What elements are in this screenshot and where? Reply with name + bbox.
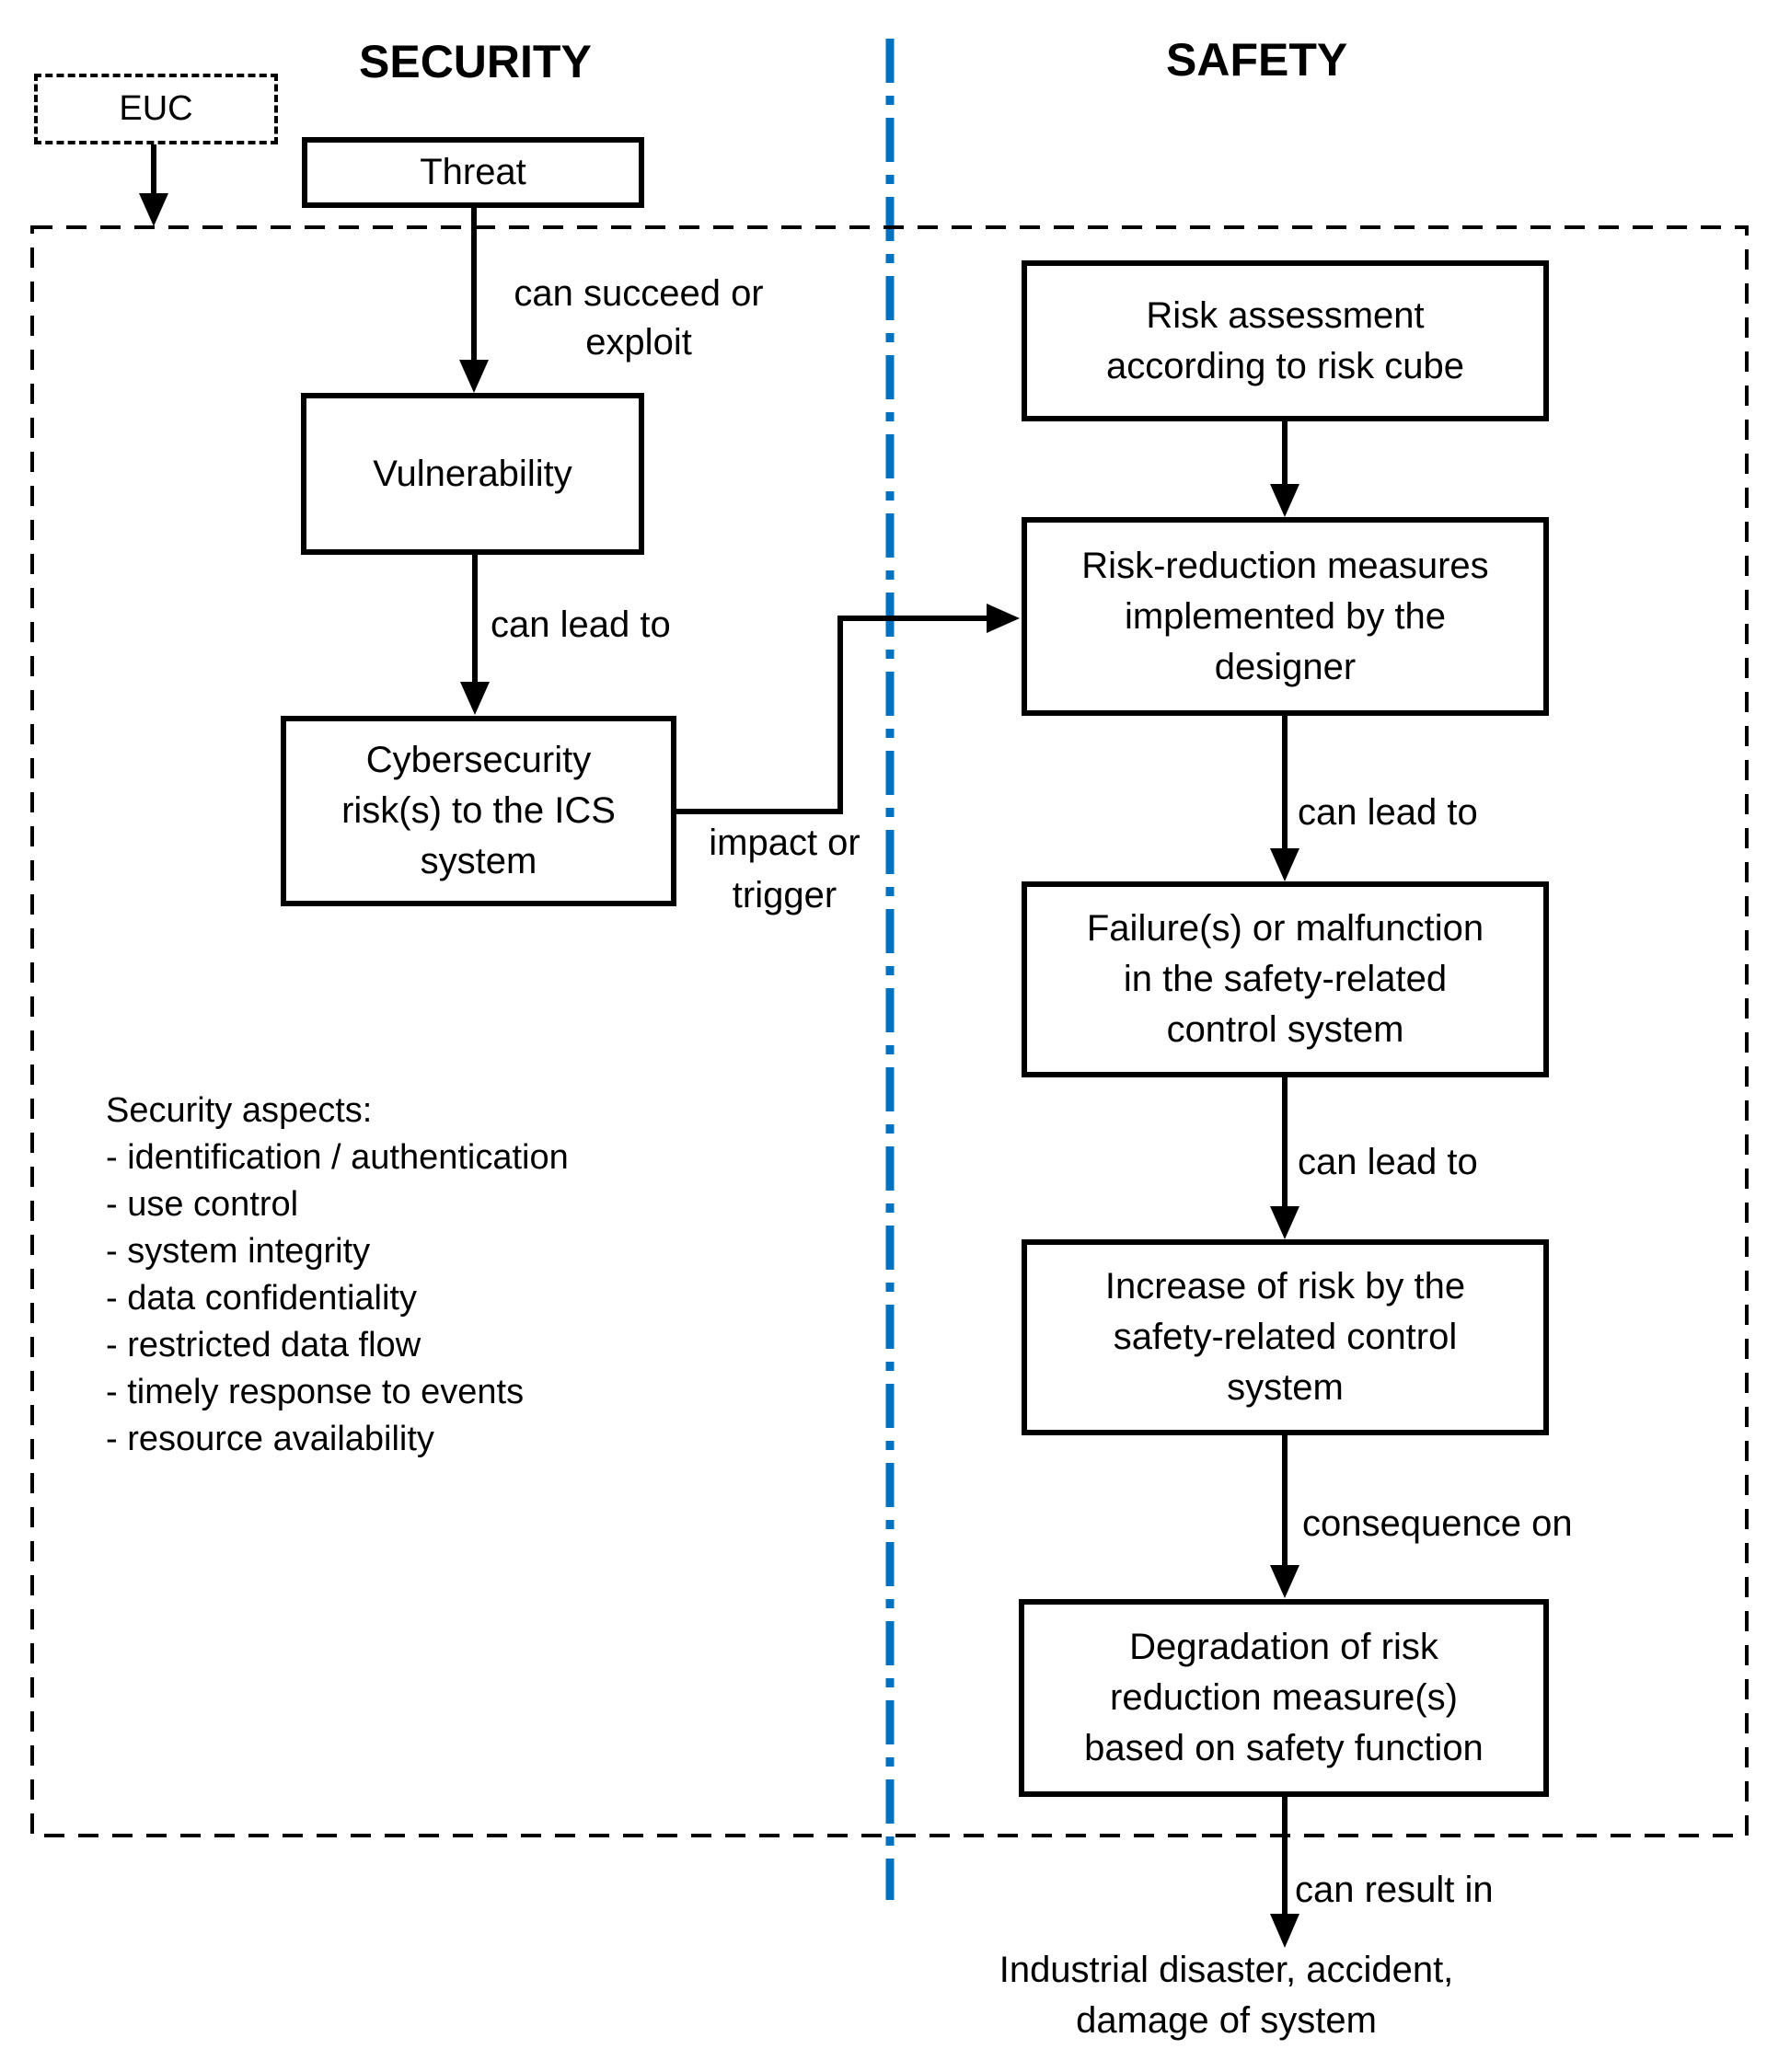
degradation-line: reduction measure(s) <box>1110 1677 1458 1718</box>
risk-assessment-line: according to risk cube <box>1105 345 1465 386</box>
degradation-line: Degradation of risk <box>1129 1627 1438 1667</box>
edge-label-line: trigger <box>732 875 837 915</box>
security-aspect-item: - system integrity <box>106 1232 371 1271</box>
failure-malfunction-line: Failure(s) or malfunction <box>1086 908 1484 949</box>
cybersecurity-risk-box: Cybersecurity risk(s) to the ICS system <box>281 716 676 906</box>
safety-column-title: SAFETY <box>1166 34 1348 86</box>
security-aspect-item: - timely response to events <box>106 1373 525 1411</box>
degradation-box: Degradation of risk reduction measure(s)… <box>1019 1599 1549 1797</box>
edge-label-can-lead-to-1: can lead to <box>1298 792 1478 833</box>
security-column-title: SECURITY <box>359 36 592 87</box>
security-aspects-list: Security aspects: - identification / aut… <box>106 1088 569 1463</box>
security-aspect-item: - resource availability <box>106 1420 434 1458</box>
failure-malfunction-box: Failure(s) or malfunction in the safety-… <box>1022 881 1549 1077</box>
arrowhead-failure-to-increase <box>1270 1206 1299 1239</box>
failure-malfunction-line: in the safety-related <box>1123 959 1448 999</box>
risk-reduction-line: designer <box>1214 646 1357 687</box>
risk-assessment-line: Risk assessment <box>1146 294 1425 336</box>
degradation-line: based on safety function <box>1084 1728 1484 1768</box>
vulnerability-label: Vulnerability <box>373 453 572 494</box>
edge-label-can-succeed-or-exploit: can succeed or exploit <box>485 270 792 367</box>
outcome-line: Industrial disaster, accident, <box>999 1950 1454 1990</box>
edge-label-line: exploit <box>585 322 692 363</box>
failure-malfunction-line: control system <box>1166 1009 1404 1050</box>
arrow-risk-to-measures-elbow <box>676 616 987 814</box>
risk-reduction-line: Risk-reduction measures <box>1081 545 1489 586</box>
security-aspects-heading: Security aspects: <box>106 1091 373 1130</box>
arrowhead-measures-to-failure <box>1270 848 1299 881</box>
threat-box: Threat <box>302 137 644 208</box>
increase-of-risk-line: safety-related control <box>1113 1317 1458 1357</box>
edge-label-can-lead-to-2: can lead to <box>1298 1142 1478 1182</box>
threat-label: Threat <box>420 152 526 192</box>
arrowhead-degradation-to-outcome <box>1270 1914 1299 1948</box>
vulnerability-box: Vulnerability <box>301 393 644 555</box>
risk-reduction-box: Risk-reduction measures implemented by t… <box>1022 517 1549 716</box>
security-aspect-item: - data confidentiality <box>106 1279 417 1318</box>
system-boundary-dashed-rect <box>30 225 1749 1837</box>
security-aspect-item: - restricted data flow <box>106 1326 422 1364</box>
arrowhead-threat-to-vulnerability <box>459 360 489 393</box>
arrowhead-assessment-to-measures <box>1270 484 1299 517</box>
arrowhead-increase-to-degradation <box>1270 1565 1299 1598</box>
increase-of-risk-box: Increase of risk by the safety-related c… <box>1022 1239 1549 1435</box>
cybersecurity-risk-line: system <box>420 841 537 881</box>
edge-label-consequence-on: consequence on <box>1302 1503 1573 1544</box>
edge-label-impact-or-trigger: impact or trigger <box>686 817 883 922</box>
cybersecurity-risk-line: risk(s) to the ICS <box>341 790 616 831</box>
increase-of-risk-line: system <box>1227 1367 1344 1408</box>
edge-label-can-result-in: can result in <box>1295 1870 1494 1910</box>
increase-of-risk-line: Increase of risk by the <box>1104 1266 1466 1307</box>
arrowhead-vulnerability-to-risk <box>460 682 490 715</box>
cybersecurity-risk-line: Cybersecurity <box>365 740 592 780</box>
arrowhead-euc-to-boundary <box>139 193 168 226</box>
risk-assessment-box: Risk assessment according to risk cube <box>1022 260 1549 421</box>
euc-box: EUC <box>34 74 278 144</box>
arrowhead-risk-to-measures <box>987 604 1020 633</box>
edge-label-can-lead-to-security: can lead to <box>491 604 671 645</box>
edge-label-line: impact or <box>709 823 860 863</box>
edge-label-line: can succeed or <box>514 273 764 314</box>
security-aspect-item: - identification / authentication <box>106 1138 569 1177</box>
euc-label: EUC <box>119 89 193 128</box>
security-aspect-item: - use control <box>106 1185 299 1224</box>
risk-reduction-line: implemented by the <box>1124 595 1447 637</box>
outcome-line: damage of system <box>1076 2000 1377 2041</box>
outcome-text: Industrial disaster, accident, damage of… <box>953 1945 1500 2046</box>
